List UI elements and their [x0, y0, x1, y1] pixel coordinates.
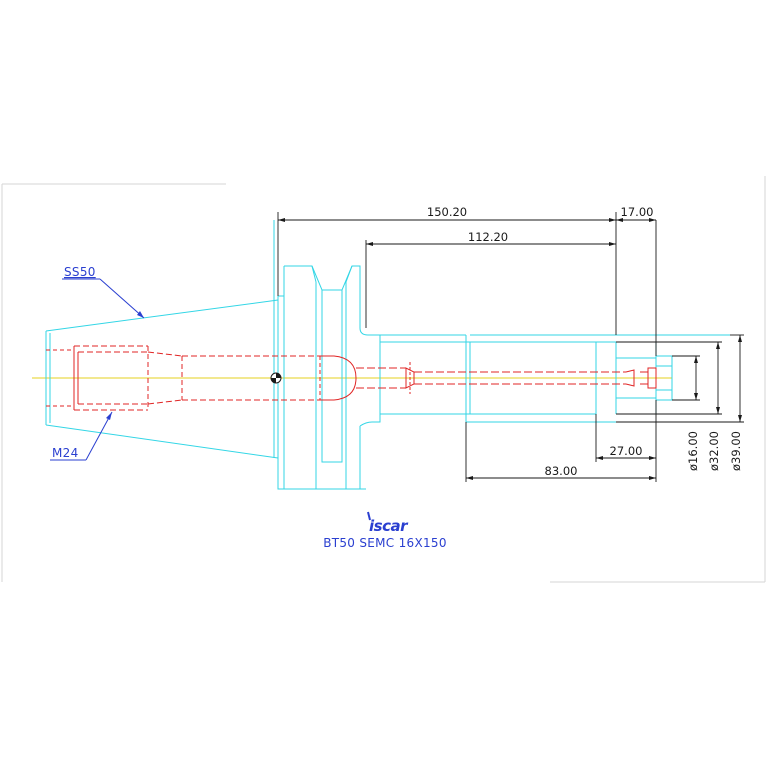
- dimension-arrows: [278, 218, 742, 480]
- sheet-frame: [1, 176, 766, 583]
- taper-cone: [45, 299, 279, 459]
- dim-shank-length: 83.00: [545, 464, 578, 478]
- thread-ends: [46, 346, 183, 410]
- dim-gauge-to-face: 112.20: [468, 230, 508, 244]
- channel-end: [320, 355, 357, 401]
- part-number-caption: BT50 SEMC 16X150: [323, 536, 447, 550]
- gauge-point-marker: [270, 372, 282, 384]
- callout-taper: SS50: [62, 265, 145, 319]
- dim-bore-depth: 27.00: [610, 444, 643, 458]
- callout-taper-label: SS50: [64, 265, 96, 279]
- holder-outline: [45, 220, 730, 490]
- flange: [277, 265, 466, 490]
- iscar-logo: iscar: [367, 511, 410, 535]
- dimension-lines: [277, 212, 744, 482]
- logo-text: iscar: [369, 517, 409, 535]
- dim-diameter-flange: ø39.00: [729, 431, 743, 471]
- thread-bore: [74, 345, 320, 411]
- through-hole: [356, 367, 626, 389]
- callout-thread: M24: [50, 411, 113, 461]
- neck: [359, 335, 466, 489]
- hidden-lines: [46, 345, 657, 411]
- dim-diameter-bore: ø16.00: [686, 431, 700, 471]
- callout-thread-label: M24: [52, 446, 79, 460]
- dim-diameter-body: ø32.00: [707, 431, 721, 471]
- dim-overall-length: 150.20: [427, 205, 467, 219]
- dim-nose-length: 17.00: [621, 205, 654, 219]
